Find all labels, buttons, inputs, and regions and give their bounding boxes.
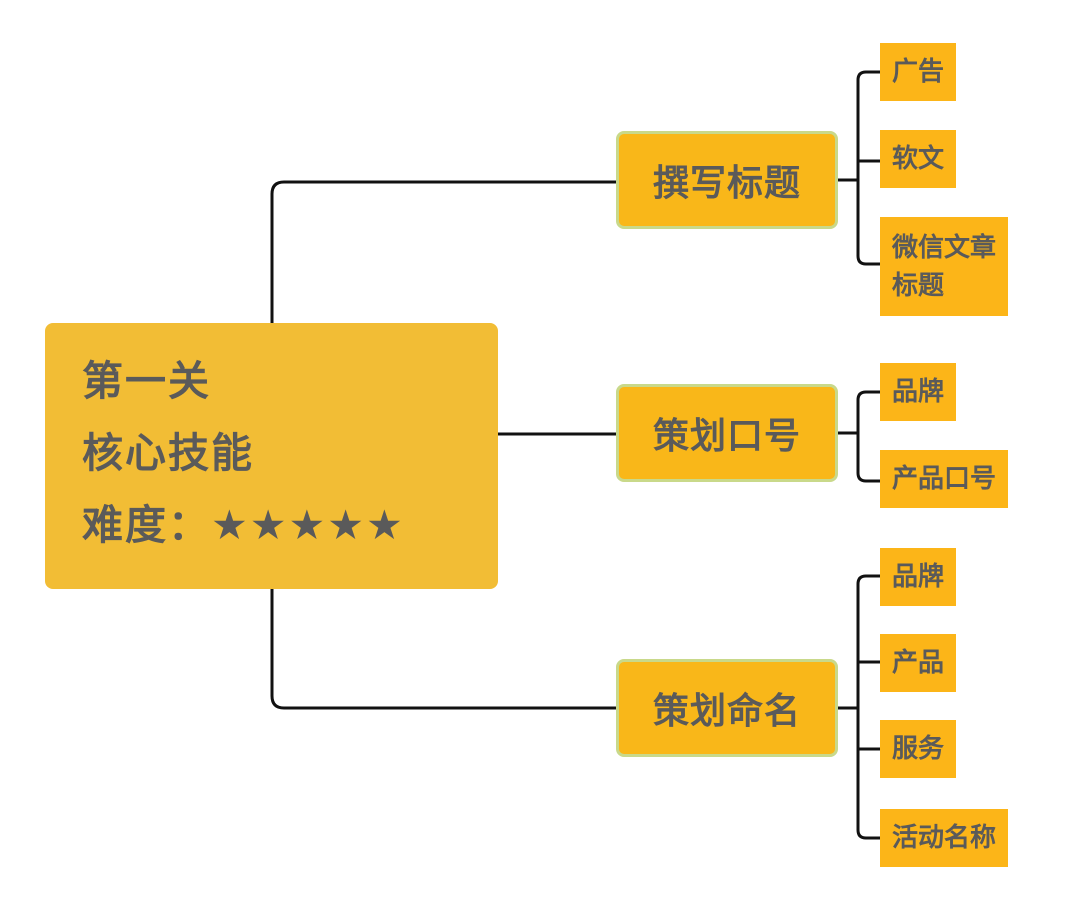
connector-branch-1-leaves <box>856 70 882 266</box>
leaf-node: 活动名称 <box>880 809 1009 867</box>
leaf-node: 产品口号 <box>880 450 1009 508</box>
root-difficulty: 难度：★★★★★ <box>82 501 405 549</box>
branch-label: 撰写标题 <box>652 163 801 204</box>
connector-branch-3-leaves <box>856 574 882 840</box>
branch-label: 策划命名 <box>652 691 801 732</box>
leaf-node: 广告 <box>880 43 957 101</box>
leaf-node: 产品 <box>880 634 957 692</box>
leaf-node: 软文 <box>880 130 957 188</box>
leaf-node: 微信文章 标题 <box>880 217 1009 316</box>
root-node: 第一关 核心技能 难度：★★★★★ <box>45 323 498 589</box>
leaf-node: 品牌 <box>880 548 957 606</box>
leaf-node: 服务 <box>880 720 957 778</box>
leaf-label: 品牌 <box>892 562 945 592</box>
branch-node-naming: 策划命名 <box>616 659 838 757</box>
leaf-label: 软文 <box>892 144 945 174</box>
leaf-label: 活动名称 <box>892 823 997 853</box>
leaf-label: 广告 <box>892 57 945 87</box>
branch-node-slogans: 策划口号 <box>616 384 838 482</box>
branch-label: 策划口号 <box>652 416 801 457</box>
leaf-node: 品牌 <box>880 363 957 421</box>
leaf-label: 品牌 <box>892 377 945 407</box>
connector-branch-2-leaves <box>856 390 882 483</box>
connector-root-branch-1 <box>270 180 618 325</box>
branch-node-writing-titles: 撰写标题 <box>616 131 838 229</box>
leaf-label: 产品口号 <box>892 464 997 494</box>
leaf-label: 服务 <box>892 734 945 764</box>
leaf-label-line-2: 标题 <box>892 270 945 301</box>
root-subtitle: 核心技能 <box>82 429 254 477</box>
leaf-label: 产品 <box>892 648 945 678</box>
leaf-label-line-1: 微信文章 <box>892 232 997 263</box>
connector-root-branch-3 <box>270 587 618 710</box>
root-title: 第一关 <box>82 357 211 405</box>
